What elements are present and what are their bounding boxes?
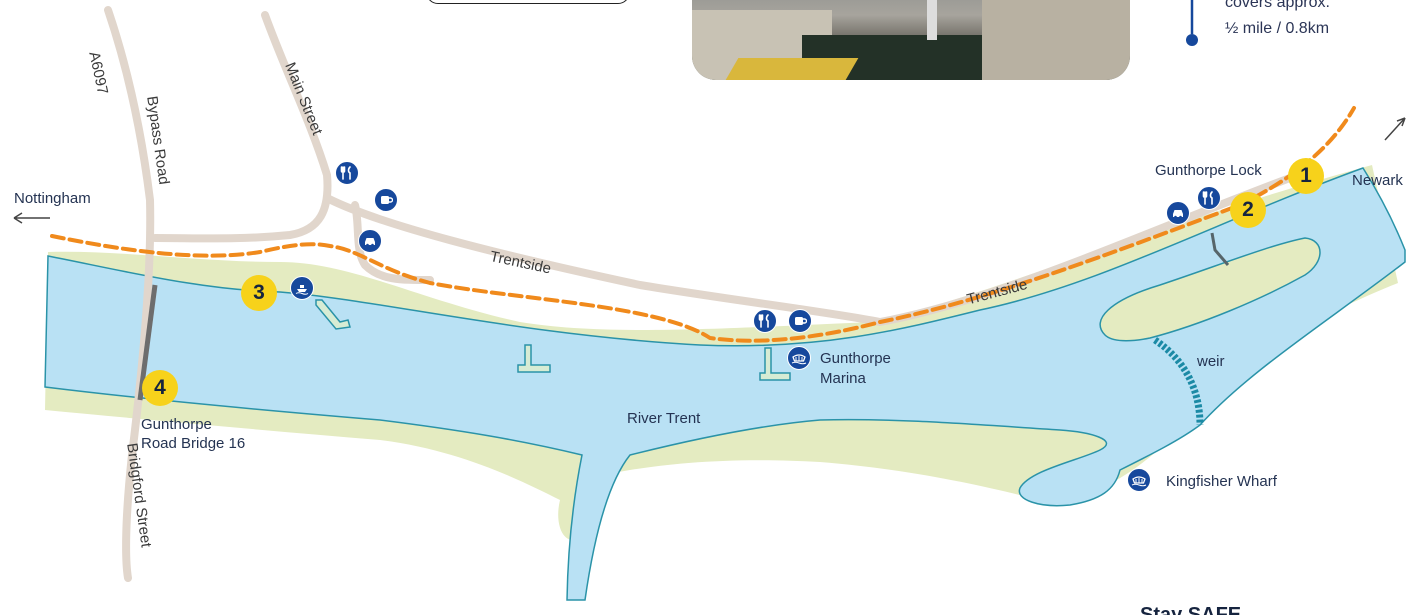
place-label-river-trent: River Trent (627, 410, 701, 427)
newark-arrow (1384, 117, 1406, 141)
main-street (151, 11, 332, 243)
moorings (315, 299, 791, 381)
place-label-nottingham: Nottingham (14, 190, 91, 207)
car-park-icon[interactable] (358, 229, 382, 253)
place-label-weir: weir (1197, 353, 1225, 370)
place-label-newark: Newark (1352, 172, 1403, 189)
place-label-bridge-1: Gunthorpe (141, 416, 212, 433)
mooring-marina (759, 347, 791, 381)
mooring-mid (517, 344, 551, 373)
legend-route-marker (1186, 0, 1198, 46)
mooring-3 (315, 299, 351, 330)
boat-trip-icon[interactable] (290, 276, 314, 300)
gunthorpe-lock-channel (1210, 232, 1230, 266)
place-label-gunthorpe-marina-2: Marina (820, 370, 866, 387)
waypoint-4[interactable]: 4 (142, 370, 178, 406)
legend-distance-line2: ½ mile / 0.8km (1225, 20, 1330, 37)
restaurant-icon[interactable] (335, 161, 359, 185)
place-label-gunthorpe-lock: Gunthorpe Lock (1155, 162, 1262, 179)
weir (1153, 337, 1204, 426)
nottingham-arrow (13, 212, 50, 224)
restaurant-icon[interactable] (753, 309, 777, 333)
waypoint-3[interactable]: 3 (241, 275, 277, 311)
cafe-icon[interactable] (788, 309, 812, 333)
waypoint-1[interactable]: 1 (1288, 158, 1324, 194)
gunthorpe-lock-photo (692, 0, 1130, 80)
waypoint-2[interactable]: 2 (1230, 192, 1266, 228)
stay-safe-heading: Stay SAFE (1140, 604, 1242, 615)
cafe-icon[interactable] (374, 188, 398, 212)
place-label-bridge-2: Road Bridge 16 (141, 435, 246, 452)
marina-icon[interactable] (1127, 468, 1151, 492)
restaurant-icon[interactable] (1197, 186, 1221, 210)
roads (104, 6, 1294, 582)
info-box-top (426, 0, 630, 4)
a6097-bypass-road (104, 6, 155, 582)
car-park-icon[interactable] (1166, 201, 1190, 225)
river-trent-water (44, 167, 1406, 601)
walking-route (50, 106, 1356, 343)
place-label-gunthorpe-marina-1: Gunthorpe (820, 350, 891, 367)
legend-distance-line1: covers approx. (1225, 0, 1330, 11)
trentside-road (323, 174, 1294, 327)
island (1099, 237, 1321, 342)
loop-road (351, 201, 434, 284)
place-label-kingfisher-wharf: Kingfisher Wharf (1166, 473, 1277, 490)
marina-icon[interactable] (787, 346, 811, 370)
